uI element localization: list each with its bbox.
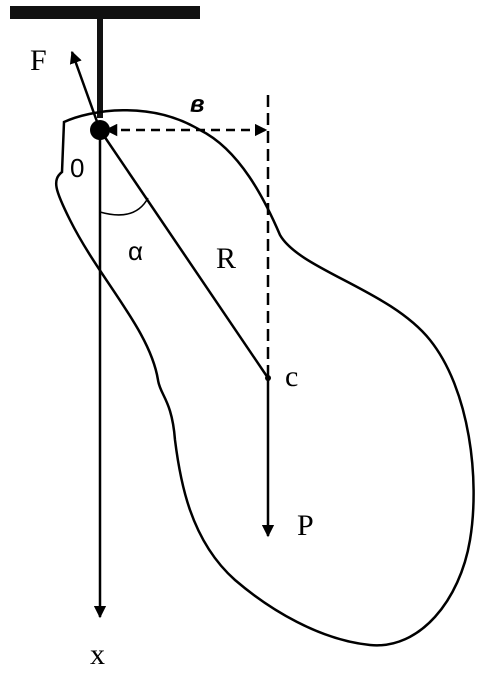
pivot-point — [90, 120, 110, 140]
radius-label: R — [216, 242, 236, 275]
rigid-body-outline — [54, 109, 475, 647]
force-label: F — [30, 44, 47, 77]
pivot-label: 0 — [70, 153, 84, 183]
weight-label: P — [297, 509, 314, 542]
force-arrow — [69, 50, 102, 131]
distance-label: в — [190, 91, 205, 118]
center-label: c — [285, 360, 298, 393]
ceiling-bar — [10, 6, 200, 19]
angle-label: α — [128, 236, 143, 266]
angle-arc — [99, 197, 149, 216]
radius-line — [98, 129, 270, 379]
axis-label: x — [90, 638, 105, 671]
center-of-mass-point — [265, 375, 271, 381]
